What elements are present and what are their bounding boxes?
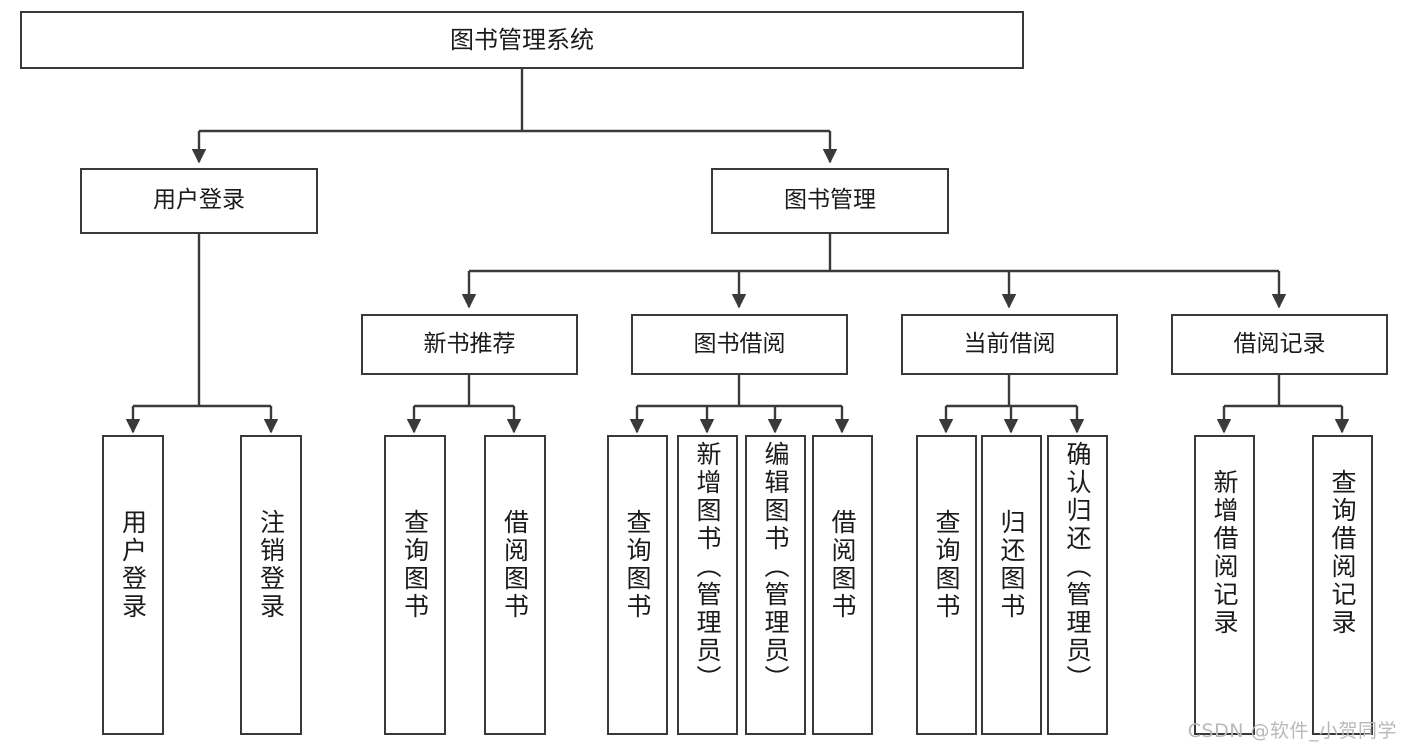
node-user-login-label: 用户登录	[153, 187, 245, 214]
node-current-borrow[interactable]: 当前借阅	[901, 314, 1118, 375]
node-book-manage-label: 图书管理	[784, 187, 876, 214]
node-leaf-query-book-1[interactable]: 查询图书	[384, 435, 446, 735]
node-new-book-recommend[interactable]: 新书推荐	[361, 314, 578, 375]
node-root[interactable]: 图书管理系统	[20, 11, 1024, 69]
node-leaf-confirm-return-label: 确认归还（管理员）	[1063, 441, 1092, 693]
node-leaf-add-record-label: 新增借阅记录	[1210, 469, 1239, 637]
node-book-borrow-label: 图书借阅	[693, 330, 786, 357]
node-leaf-query-record-label: 查询借阅记录	[1328, 469, 1357, 637]
node-book-borrow[interactable]: 图书借阅	[631, 314, 848, 375]
node-leaf-add-book[interactable]: 新增图书（管理员）	[677, 435, 738, 735]
node-book-manage[interactable]: 图书管理	[711, 168, 949, 234]
node-leaf-add-record[interactable]: 新增借阅记录	[1194, 435, 1255, 735]
node-leaf-return-book-label: 归还图书	[997, 509, 1026, 621]
node-leaf-query-book-3[interactable]: 查询图书	[916, 435, 977, 735]
node-leaf-query-record[interactable]: 查询借阅记录	[1312, 435, 1373, 735]
node-current-borrow-label: 当前借阅	[963, 330, 1056, 357]
node-leaf-borrow-book-1-label: 借阅图书	[500, 509, 530, 621]
node-leaf-confirm-return[interactable]: 确认归还（管理员）	[1047, 435, 1108, 735]
node-root-label: 图书管理系统	[450, 25, 594, 54]
node-leaf-return-book[interactable]: 归还图书	[981, 435, 1042, 735]
node-leaf-edit-book[interactable]: 编辑图书（管理员）	[745, 435, 806, 735]
node-leaf-user-logout[interactable]: 注销登录	[240, 435, 302, 735]
node-leaf-borrow-book-2-label: 借阅图书	[828, 509, 857, 621]
node-leaf-edit-book-label: 编辑图书（管理员）	[761, 441, 790, 693]
node-leaf-borrow-book-2[interactable]: 借阅图书	[812, 435, 873, 735]
node-user-login[interactable]: 用户登录	[80, 168, 318, 234]
node-leaf-query-book-2[interactable]: 查询图书	[607, 435, 668, 735]
node-leaf-borrow-book-1[interactable]: 借阅图书	[484, 435, 546, 735]
node-leaf-user-login-label: 用户登录	[118, 509, 148, 621]
node-borrow-record-label: 借阅记录	[1233, 330, 1326, 357]
node-new-book-recommend-label: 新书推荐	[423, 330, 516, 357]
node-leaf-query-book-3-label: 查询图书	[932, 509, 961, 621]
node-borrow-record[interactable]: 借阅记录	[1171, 314, 1388, 375]
node-leaf-add-book-label: 新增图书（管理员）	[693, 441, 722, 693]
node-leaf-query-book-1-label: 查询图书	[400, 509, 430, 621]
node-leaf-user-login[interactable]: 用户登录	[102, 435, 164, 735]
node-leaf-user-logout-label: 注销登录	[256, 509, 286, 621]
node-leaf-query-book-2-label: 查询图书	[623, 509, 652, 621]
